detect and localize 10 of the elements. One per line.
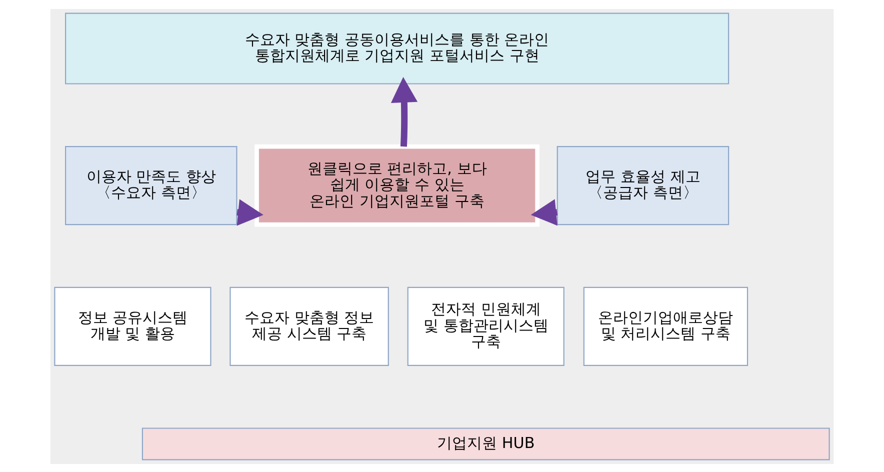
node-box: 수요자 맞춤형 공동이용서비스를 통한 온라인 통합지원체계로 기업지원 포털서비스 구현 [65, 12, 730, 84]
node-box: 원클릭으로 편리하고, 보다 쉽게 이용할 수 있는 온라인 기업지원포털 구축 [254, 144, 540, 226]
node-box: 전자적 민원체계 및 통합관리시스템 구축 [407, 286, 564, 366]
node-box: 이용자 만족도 향상 〈수요자 측면〉 [65, 146, 238, 225]
node-box: 기업지원 HUB [142, 427, 830, 460]
node-box: 정보 공유시스템 개발 및 활용 [54, 286, 212, 366]
arrow [390, 76, 418, 146]
node-box: 수요자 맞춤형 정보 제공 시스템 구축 [230, 286, 389, 366]
node-box: 업무 효율성 제고 〈공급자 측면〉 [556, 146, 730, 225]
node-box: 온라인기업애로상담 및 처리시스템 구축 [583, 286, 748, 366]
